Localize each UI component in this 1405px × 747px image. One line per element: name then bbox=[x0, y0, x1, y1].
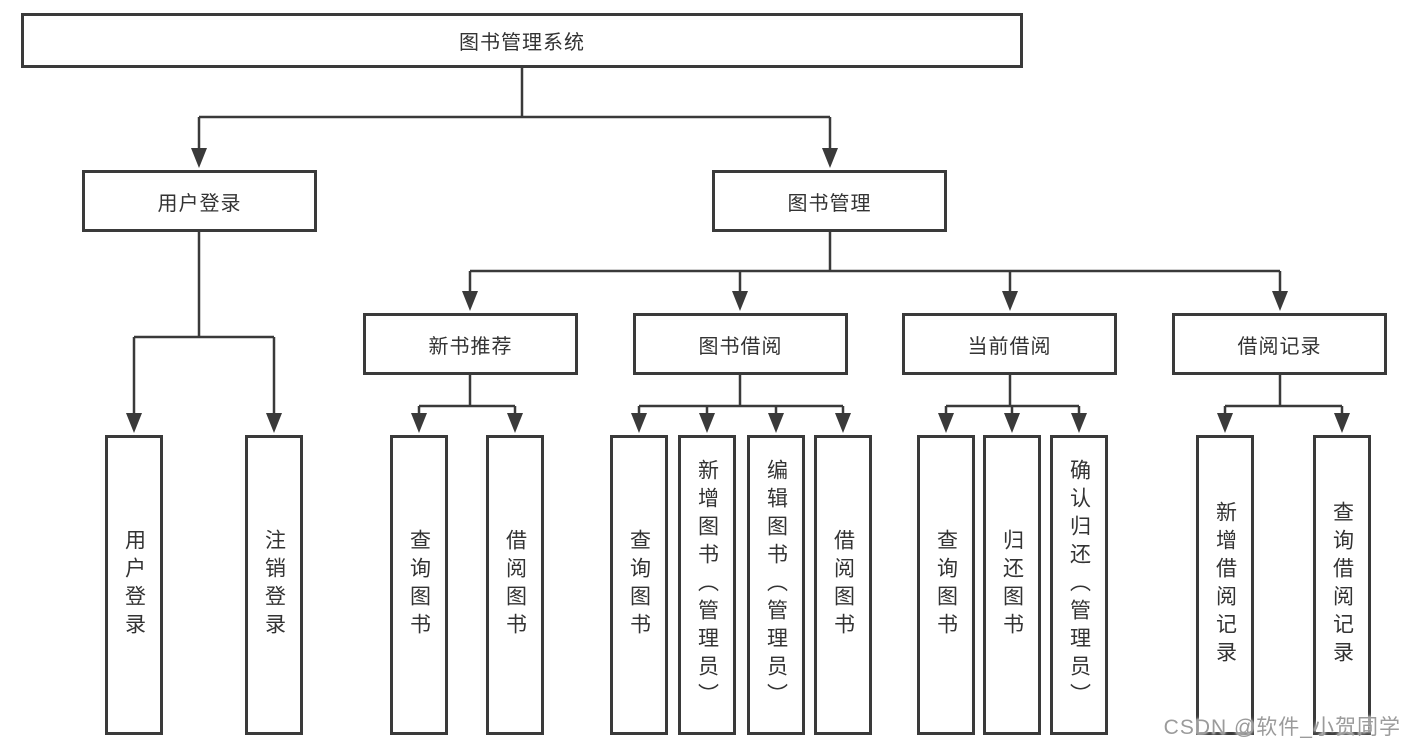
node-new-book-recommendation: 新书推荐 bbox=[363, 313, 578, 375]
leaf-borrow-add-books-admin: 新增图书（管理员） bbox=[678, 435, 736, 735]
connector-records-split bbox=[1217, 375, 1350, 433]
node-book-management: 图书管理 bbox=[712, 170, 947, 232]
leaf-records-add-record: 新增借阅记录 bbox=[1196, 435, 1254, 735]
node-user-login: 用户登录 bbox=[82, 170, 317, 232]
leaf-logout: 注销登录 bbox=[245, 435, 303, 735]
connector-user-login-split bbox=[126, 232, 282, 433]
leaf-current-query-books: 查询图书 bbox=[917, 435, 975, 735]
leaf-records-query-record: 查询借阅记录 bbox=[1313, 435, 1371, 735]
leaf-current-return-books: 归还图书 bbox=[983, 435, 1041, 735]
connector-book-management-split bbox=[462, 232, 1288, 311]
leaf-recommend-borrow-books: 借阅图书 bbox=[486, 435, 544, 735]
leaf-user-login: 用户登录 bbox=[105, 435, 163, 735]
leaf-borrow-borrow-books: 借阅图书 bbox=[814, 435, 872, 735]
connector-root-split bbox=[191, 68, 838, 168]
leaf-borrow-query-books: 查询图书 bbox=[610, 435, 668, 735]
connector-borrow-split bbox=[631, 375, 851, 433]
node-book-borrowing: 图书借阅 bbox=[633, 313, 848, 375]
node-current-borrowing: 当前借阅 bbox=[902, 313, 1117, 375]
connector-recommend-split bbox=[411, 375, 523, 433]
csdn-watermark: CSDN @软件_小贺同学 bbox=[1163, 716, 1401, 739]
leaf-borrow-edit-books-admin: 编辑图书（管理员） bbox=[747, 435, 805, 735]
node-root-system: 图书管理系统 bbox=[21, 13, 1023, 68]
node-borrowing-records: 借阅记录 bbox=[1172, 313, 1387, 375]
leaf-recommend-query-books: 查询图书 bbox=[390, 435, 448, 735]
connector-current-split bbox=[938, 375, 1087, 433]
leaf-current-confirm-return-admin: 确认归还（管理员） bbox=[1050, 435, 1108, 735]
